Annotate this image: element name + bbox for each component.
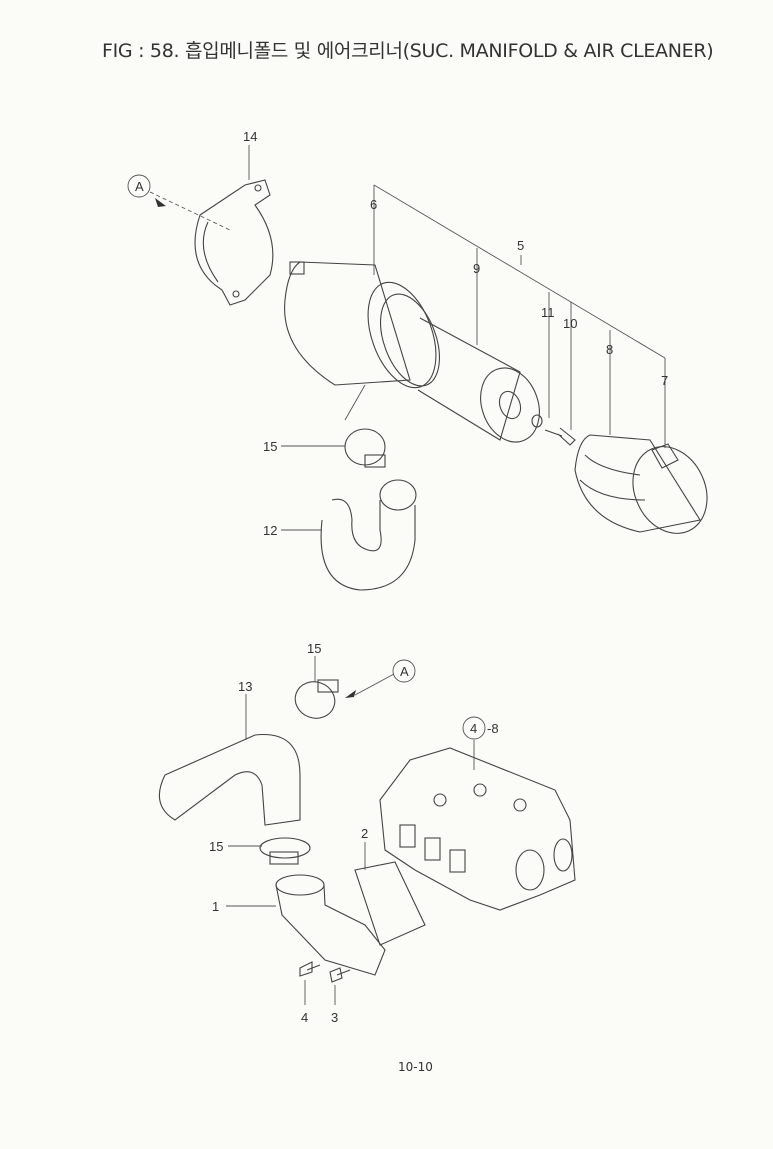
callout-4-group: 4 (470, 721, 477, 736)
view-arrow-a-top-icon (155, 198, 166, 207)
cover-part-8 (574, 434, 708, 534)
intake-manifold-part-1 (275, 874, 386, 976)
callout-6: 6 (370, 197, 377, 212)
callout-14: 14 (243, 129, 257, 144)
cylinder-head-group-4-8 (379, 747, 576, 911)
filter-element-part-9 (417, 317, 540, 443)
bolt-part-4 (299, 961, 321, 977)
callout-4-group-suffix: -8 (487, 721, 499, 736)
figure-title: FIG : 58. 흡입메니폴드 및 에어크리너(SUC. MANIFOLD &… (102, 40, 714, 62)
callout-a-top: A (135, 179, 144, 194)
callout-10: 10 (563, 316, 577, 331)
callout-9: 9 (473, 261, 480, 276)
hose-part-12 (320, 479, 417, 591)
wing-nut-part-10 (544, 427, 576, 446)
hose-part-13 (158, 733, 301, 826)
washer-part-11 (531, 414, 543, 428)
clamp-part-7 (651, 443, 679, 469)
callout-12: 12 (263, 523, 277, 538)
leader-lines (149, 145, 666, 1005)
callout-11: 11 (541, 305, 555, 320)
callout-a-top-circle (127, 174, 151, 198)
callout-a-bottom: A (400, 664, 409, 679)
callout-2: 2 (361, 826, 368, 841)
air-cleaner-body-part-6 (284, 261, 440, 389)
callout-13: 13 (238, 679, 252, 694)
callout-15-top: 15 (263, 439, 277, 454)
hose-clamp-part-15-top (344, 428, 386, 468)
callout-4-group-circle (462, 716, 486, 740)
bracket-part-14 (194, 179, 274, 306)
callout-8: 8 (606, 342, 613, 357)
callout-3: 3 (331, 1010, 338, 1025)
callout-5: 5 (517, 238, 524, 253)
bolt-part-3 (329, 967, 351, 983)
hose-clamp-part-15-mid (294, 679, 339, 719)
callout-1: 1 (212, 899, 219, 914)
hose-clamp-part-15-low (259, 837, 311, 865)
gasket-part-2 (354, 861, 426, 946)
callout-7: 7 (661, 373, 668, 388)
callout-15-low: 15 (209, 839, 223, 854)
page-number: 10-10 (398, 1060, 433, 1074)
callout-4: 4 (301, 1010, 308, 1025)
callout-15-mid: 15 (307, 641, 321, 656)
view-arrow-a-bottom-icon (345, 690, 356, 698)
callout-a-bottom-circle (392, 659, 416, 683)
